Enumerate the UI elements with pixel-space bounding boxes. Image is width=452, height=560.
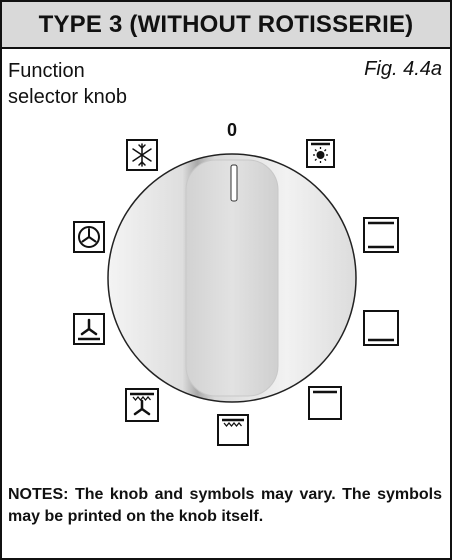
knob bbox=[107, 153, 357, 403]
notes-text: NOTES: The knob and symbols may vary. Th… bbox=[8, 486, 442, 525]
header-title: TYPE 3 (WITHOUT ROTISSERIE) bbox=[2, 2, 450, 49]
bottom-heating-icon bbox=[363, 310, 399, 346]
top-bottom-heating-icon bbox=[363, 217, 399, 253]
grill-icon bbox=[217, 414, 249, 446]
fan-grill-icon bbox=[125, 388, 159, 422]
lamp-icon bbox=[306, 139, 335, 168]
fan-bottom-heating-icon bbox=[73, 313, 105, 345]
zero-position-label: 0 bbox=[227, 120, 238, 140]
defrost-icon bbox=[126, 139, 158, 171]
fan-oven-icon bbox=[73, 221, 105, 253]
figure-reference: Fig. 4.4a bbox=[364, 58, 442, 80]
knob-indicator bbox=[230, 164, 238, 202]
function-selector-label: Function selector knob bbox=[8, 60, 127, 108]
top-heating-icon bbox=[308, 386, 342, 420]
knob-diagram bbox=[73, 139, 399, 446]
